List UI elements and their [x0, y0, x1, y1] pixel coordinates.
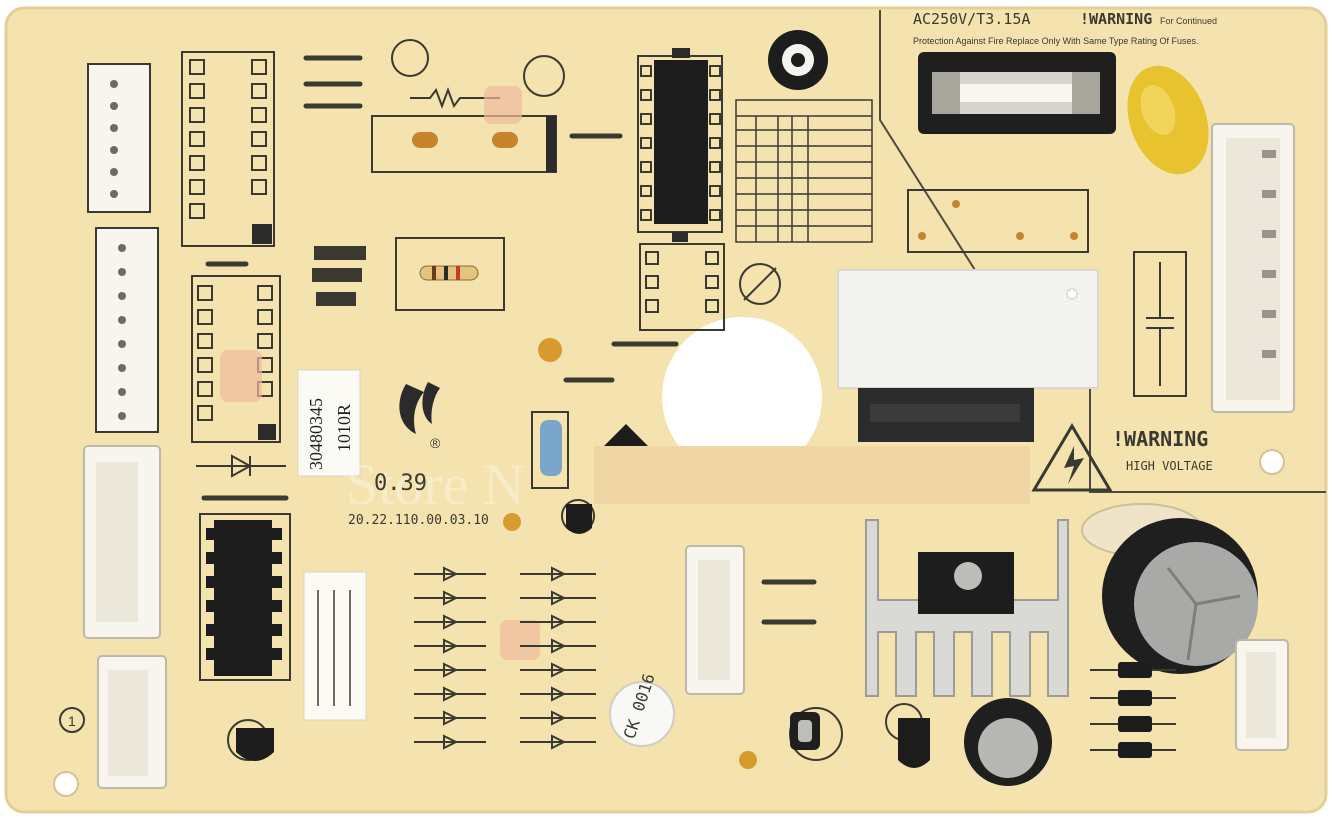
capacitor-outline	[1133, 251, 1187, 397]
connector-display-1	[87, 63, 151, 213]
resistor-black-strip	[546, 116, 556, 172]
relay-outline	[907, 189, 1089, 253]
pcb-number-text: 20.22.110.00.03.10	[348, 513, 489, 528]
option-table	[735, 99, 873, 243]
rev-code-text: 1010R	[334, 404, 354, 452]
transistor	[561, 499, 595, 534]
heatsink	[865, 519, 1069, 697]
small-capacitor-1	[789, 707, 843, 761]
black-triangle	[604, 424, 648, 446]
pin-marker: 1	[59, 707, 85, 733]
connector-bottom-right	[1235, 639, 1289, 751]
relay	[837, 269, 1099, 442]
varistor	[1127, 65, 1209, 175]
ic-chip-top	[637, 48, 723, 233]
ic-small-notch	[672, 232, 688, 242]
warning-hv-text: !WARNING	[1112, 427, 1208, 451]
ic-footprint-1	[181, 51, 275, 247]
diode-column-right	[520, 566, 596, 750]
faint-red-marks	[220, 86, 540, 660]
warning-top-sub1: For Continued	[1160, 16, 1217, 26]
warning-top-sub2: Protection Against Fire Replace Only Wit…	[913, 36, 1198, 46]
ic-chip-bottom	[199, 513, 291, 681]
ic-footprint-small	[639, 243, 725, 331]
power-connector-right	[1211, 123, 1295, 413]
zener-diode-symbol	[196, 454, 286, 478]
warning-hv-sub: HIGH VOLTAGE	[1126, 459, 1213, 473]
thermistor-symbol	[739, 263, 781, 305]
transistor-3	[227, 719, 274, 761]
resistor-component	[419, 265, 479, 281]
label-tags-left	[312, 246, 366, 306]
mounting-hole-bottom-left	[53, 771, 79, 797]
connector-sensor-white-1	[83, 445, 161, 639]
fuse-rating-text: AC250V/T3.15A	[913, 10, 1030, 28]
transistor-2	[885, 703, 930, 768]
connector-display-2	[95, 227, 159, 433]
resistor-pad-left	[412, 132, 438, 148]
jumpers-top-left	[201, 55, 817, 625]
resistor-pad-right	[492, 132, 518, 148]
ic-footprint-2	[191, 275, 281, 443]
watermark-text: Store N	[346, 452, 525, 517]
part-code-text: 30480345	[306, 398, 326, 470]
pin-marker-text: 1	[68, 713, 76, 729]
number-039: 0.39	[374, 471, 427, 496]
small-label-sticker	[303, 571, 367, 721]
warning-top-text: !WARNING	[1080, 10, 1152, 28]
high-voltage-warning: !WARNING HIGH VOLTAGE	[1031, 423, 1213, 492]
connector-middle	[685, 545, 745, 695]
connector-sensor-white-2	[97, 655, 167, 789]
manufacturer-logo: ®	[399, 382, 441, 451]
medium-capacitor	[964, 698, 1052, 786]
mounting-standoff	[768, 30, 828, 90]
part-code-sticker: 30480345 1010R	[297, 369, 361, 477]
large-capacitor	[1081, 503, 1258, 674]
rectifier-diodes	[1090, 662, 1176, 758]
large-center-hole	[662, 317, 822, 477]
solder-pads	[503, 338, 757, 769]
diode-column-left	[414, 566, 486, 750]
mounting-hole-right	[1259, 449, 1285, 475]
blue-capacitor	[531, 411, 569, 489]
redaction-box	[594, 446, 1030, 504]
fuse-holder	[918, 52, 1116, 134]
logo-registered-mark: ®	[430, 435, 441, 451]
